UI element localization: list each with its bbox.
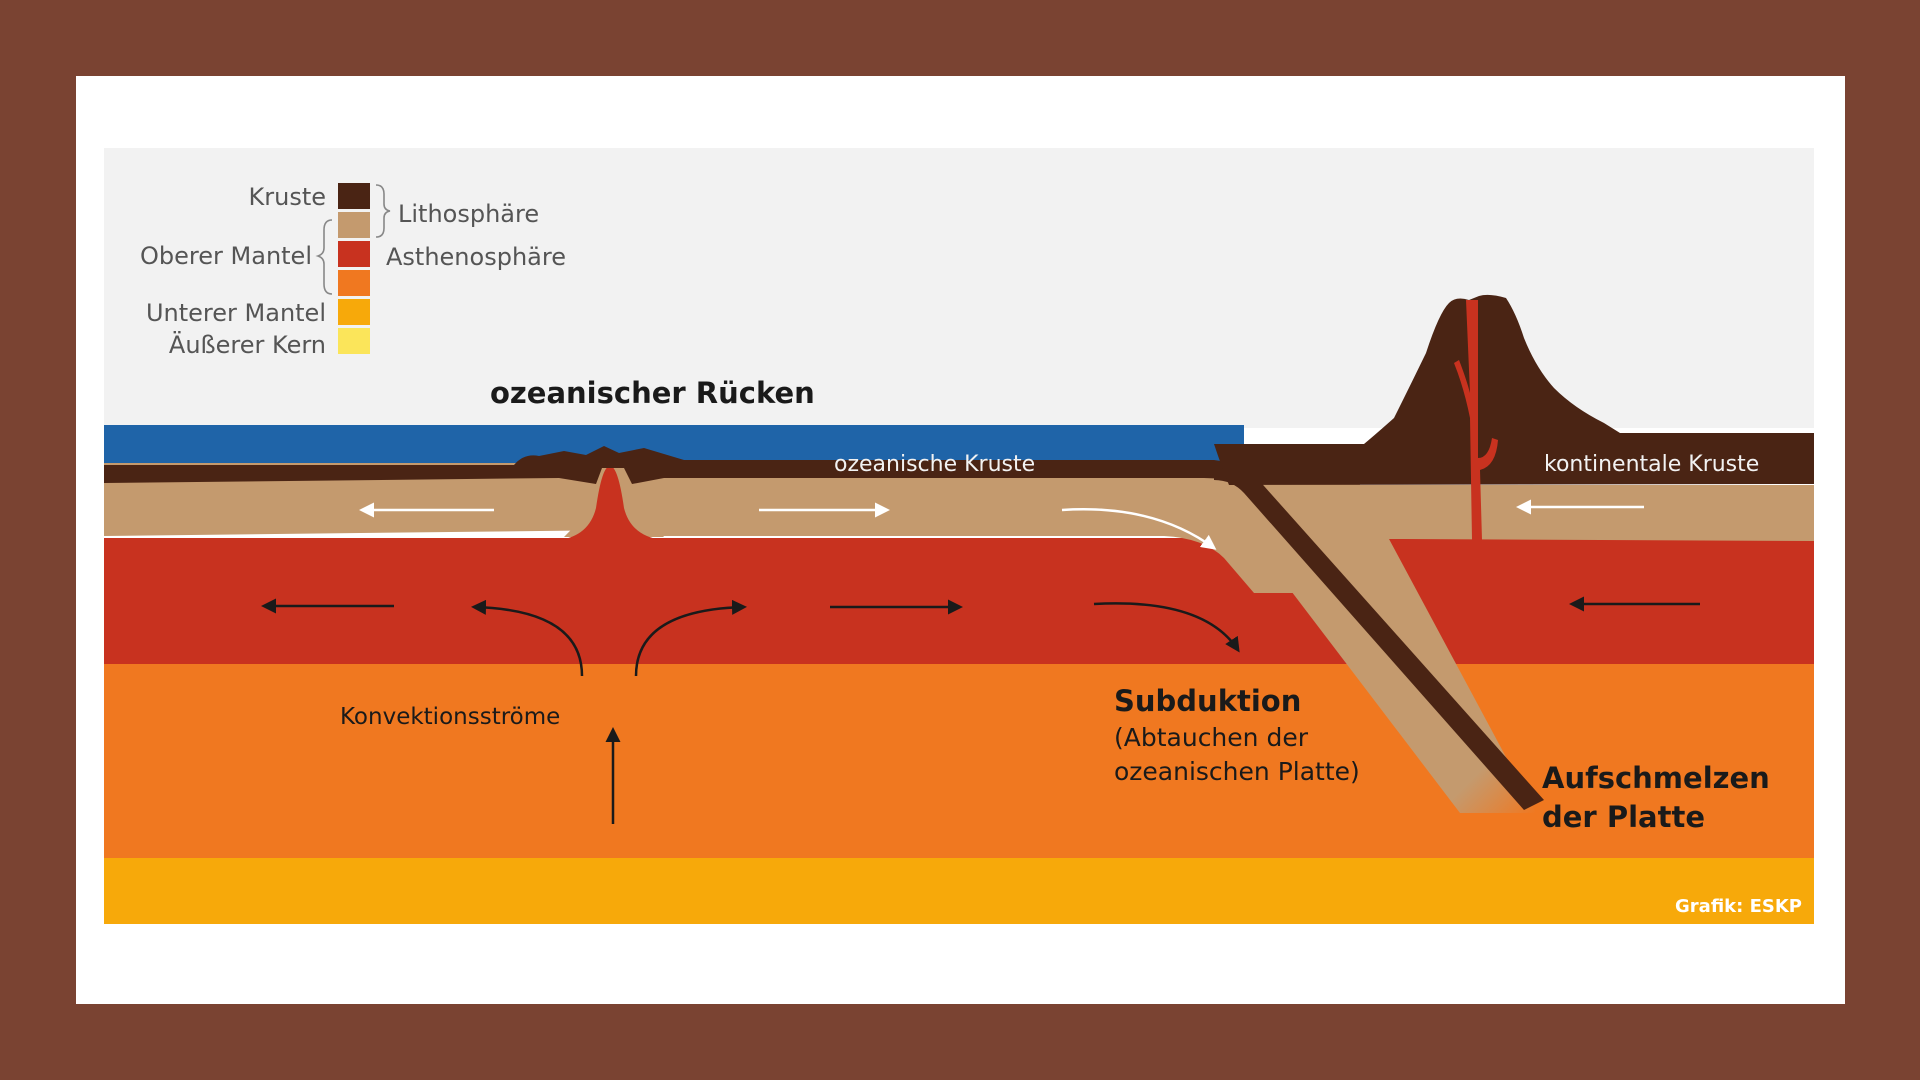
continental-crust-label: kontinentale Kruste [1544, 452, 1759, 477]
subduction-title: Subduktion [1114, 684, 1301, 718]
legend-lower-mantle-label: Unterer Mantel [146, 299, 326, 327]
subduction-line2: ozeanischen Platte) [1114, 757, 1360, 786]
plate-tectonics-diagram: Kruste Oberer Mantel Unterer Mantel Äuße… [104, 148, 1814, 924]
legend-asthenosphere-label: Asthenosphäre [386, 243, 566, 271]
legend-swatch-outer-core [338, 328, 370, 354]
melting-line2: der Platte [1542, 800, 1705, 834]
legend-swatch-upper-mantle-lower [338, 270, 370, 296]
subduction-line1: (Abtauchen der [1114, 723, 1309, 752]
legend-swatch-lithosphere-mantle [338, 212, 370, 238]
legend-lithosphere-label: Lithosphäre [398, 200, 539, 228]
legend-swatch-asthenosphere [338, 241, 370, 267]
credit-label: Grafik: ESKP [1675, 896, 1802, 917]
asthenosphere-band [104, 538, 1814, 664]
melting-line1: Aufschmelzen [1542, 761, 1770, 795]
legend-crust-label: Kruste [249, 183, 327, 211]
oceanic-crust-label: ozeanische Kruste [834, 452, 1035, 477]
ridge-label: ozeanischer Rücken [490, 376, 815, 410]
legend-outer-core-label: Äußerer Kern [169, 330, 326, 359]
outer-core-band [104, 858, 1814, 924]
convection-label: Konvektionsströme [340, 704, 560, 730]
legend-swatch-crust [338, 183, 370, 209]
legend-upper-mantle-label: Oberer Mantel [140, 242, 312, 270]
legend-swatch-lower-mantle [338, 299, 370, 325]
